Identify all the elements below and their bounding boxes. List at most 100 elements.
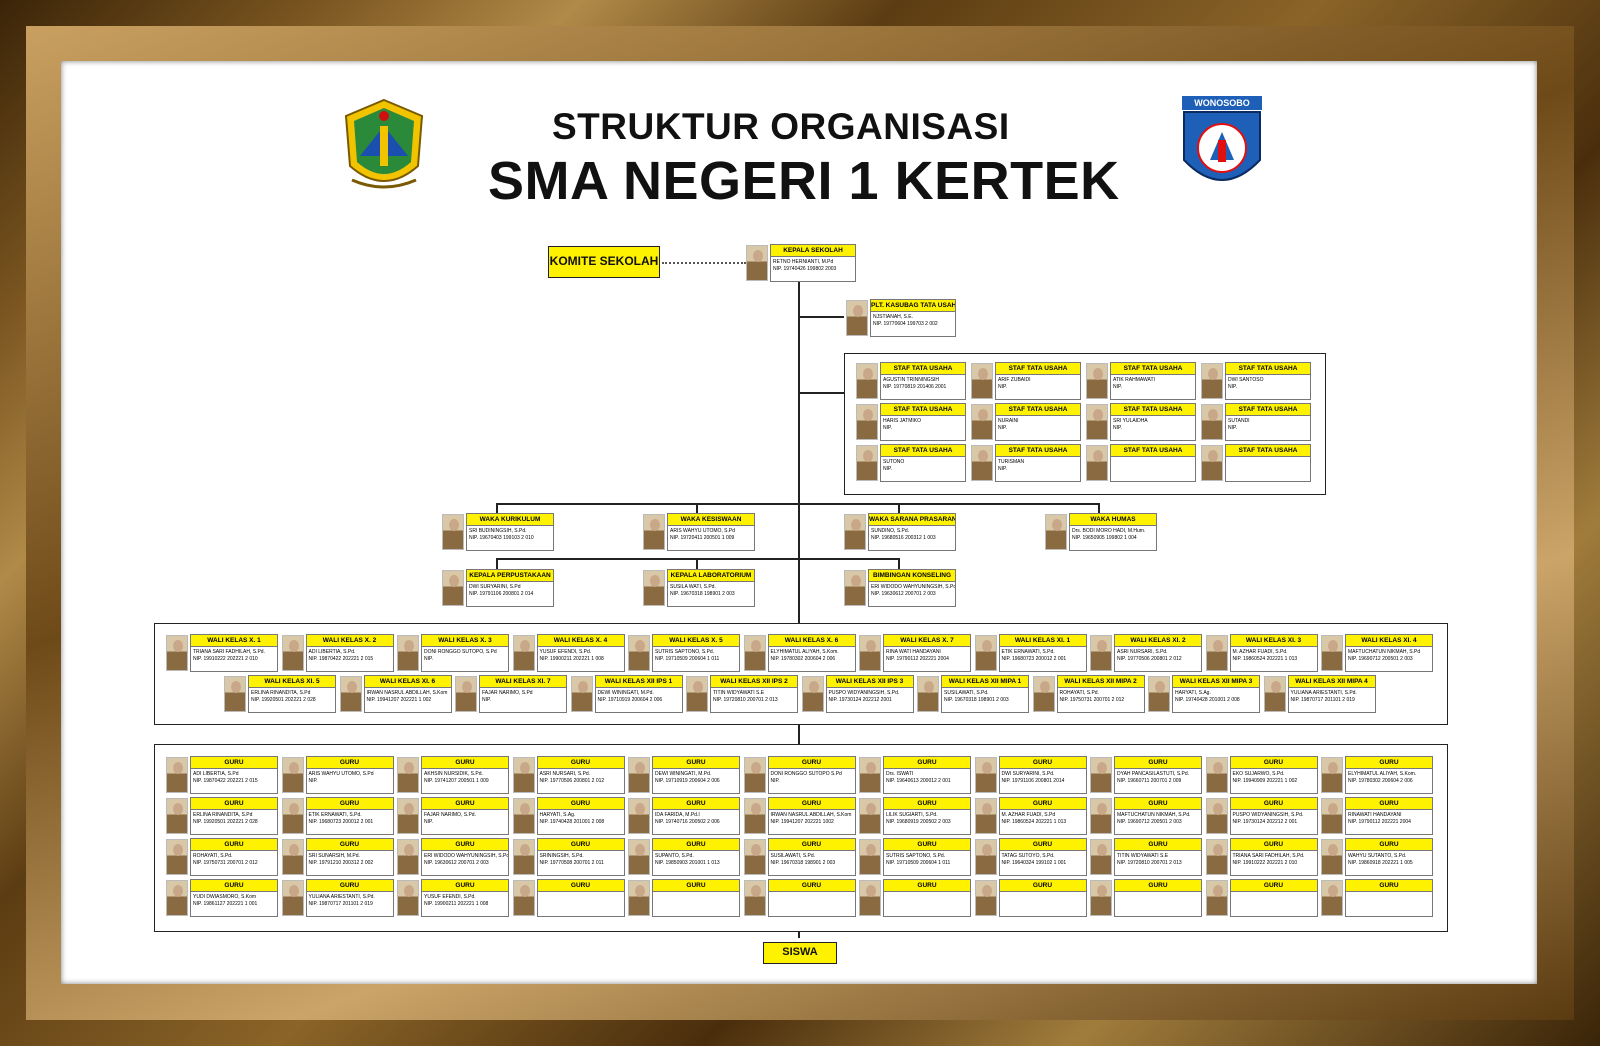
- role-label: GURU: [653, 798, 739, 810]
- person-name: MAFTUCHATUN NIKMAH, S.Pd: [1348, 649, 1421, 655]
- person-name: DEWI WININGATI, M.Pd.: [597, 690, 654, 696]
- portrait-photo: [971, 404, 993, 440]
- portrait-photo: [281, 635, 304, 671]
- portrait-photo: [1321, 839, 1343, 875]
- person-name: DEWI WININGATI, M.Pd.: [655, 771, 712, 777]
- role-label: GURU: [653, 757, 739, 769]
- role-label: PLT. KASUBAG TATA USAHA: [871, 300, 955, 312]
- person-nip: NIP. 19780302 200604 2 006: [770, 656, 836, 662]
- person-nip: NIP.: [883, 466, 893, 472]
- person-name: FAJAR NARIMO, S.Pd.: [424, 812, 476, 818]
- portrait-photo: [743, 635, 766, 671]
- role-label: GURU: [653, 839, 739, 851]
- portrait-photo: [455, 676, 477, 712]
- role-label: GURU: [422, 757, 508, 769]
- plt-branch: [798, 316, 844, 318]
- person-name: ERI WIDODO WAHYUNINGSIH, S.Pd: [424, 853, 508, 859]
- person-name: IDA FARIDA, M.Pd.I: [655, 812, 700, 818]
- person-name: SUSILAWATI, S.Pd.: [944, 690, 989, 696]
- guru-card: GURU: [743, 879, 856, 917]
- portrait-photo: [1321, 880, 1343, 916]
- person-nip: NIP.: [1228, 384, 1238, 390]
- portrait-photo: [628, 880, 650, 916]
- role-label: STAF TATA USAHA: [1111, 404, 1195, 416]
- portrait-photo: [512, 839, 535, 875]
- role-label: GURU: [1230, 798, 1317, 810]
- person-name: M. AZHAR FUADI, S.Pd: [1001, 812, 1056, 818]
- role-label: GURU: [1115, 839, 1201, 851]
- person-name: Drs. BODI MORO HADI, M.Hum.: [1072, 528, 1146, 534]
- role-label: GURU: [306, 757, 393, 769]
- portrait-photo: [1090, 757, 1112, 793]
- komite-dotted-line: [662, 262, 746, 264]
- person-name: SUTRIS SAPTONO, S.Pd.: [655, 649, 715, 655]
- portrait-photo: [1086, 404, 1108, 440]
- person-nip: NIP. 19770819 201406 2001: [883, 384, 947, 390]
- portrait-photo: [281, 880, 304, 916]
- portrait-photo: [844, 570, 866, 606]
- person-name: AKHSIN NURSIDIK, S.Pd.: [424, 771, 483, 777]
- person-name: [1000, 892, 1086, 894]
- role-label: GURU: [1115, 757, 1201, 769]
- person-name: YULIANA ARIESTANTI, S.Pd.: [308, 894, 375, 900]
- role-label: STAF TATA USAHA: [1226, 445, 1310, 457]
- portrait-photo: [743, 798, 766, 834]
- person-nip: NIP. 19920501 202221 2 028: [193, 819, 258, 825]
- role-label: GURU: [1230, 880, 1317, 892]
- person-nip: NIP. 19730124 202212 2 001: [1232, 819, 1298, 825]
- person-nip: NIP. 19900211 202221 1 008: [424, 901, 489, 907]
- person-name: NJSTIANAH, S.E.: [873, 314, 914, 320]
- person-name: [653, 892, 739, 894]
- portrait-photo: [859, 839, 881, 875]
- person-name: SUNDINO, S.Pd.: [871, 528, 910, 534]
- person-name: DWI SANTOSO: [1228, 377, 1264, 383]
- role-label: WALI KELAS XI. 4: [1346, 635, 1432, 647]
- portrait-photo: [166, 880, 188, 916]
- portrait-photo: [643, 514, 665, 550]
- staff-card: STAF TATA USAHA: [1201, 444, 1311, 482]
- unit-drop-3: [898, 558, 900, 570]
- person-name: HARYATI, S.Ag.: [1175, 690, 1211, 696]
- portrait-photo: [846, 300, 868, 336]
- person-name: Drs. ISWATI: [886, 771, 914, 777]
- role-label: GURU: [999, 757, 1086, 769]
- portrait-photo: [512, 635, 535, 671]
- person-nip: NIP. 19740426 199802 2003: [773, 266, 837, 272]
- role-label: WALI KELAS X. 2: [306, 635, 393, 647]
- person-name: DONI RONGGO SUTOPO S.Pd: [770, 771, 842, 777]
- person-name: SRI SUNARSIH, M.Pd.: [308, 853, 360, 859]
- person-name: SUSILAWATI, S.Pd.: [770, 853, 816, 859]
- portrait-photo: [1045, 514, 1067, 550]
- person-nip: NIP. 19860918 202221 1 005: [1348, 860, 1413, 866]
- person-nip: NIP. 19720810 200701 2 013: [713, 697, 778, 703]
- portrait-photo: [917, 676, 939, 712]
- waka-drop-2: [696, 503, 698, 515]
- portrait-photo: [166, 757, 188, 793]
- person-nip: NIP. 19680919 200502 2 003: [886, 819, 951, 825]
- portrait-photo: [1205, 839, 1228, 875]
- person-nip: NIP. 19770506 200801 2 012: [539, 778, 605, 784]
- person-nip: NIP. 19870717 201101 2 019: [1290, 697, 1355, 703]
- unit-hline: [496, 558, 900, 560]
